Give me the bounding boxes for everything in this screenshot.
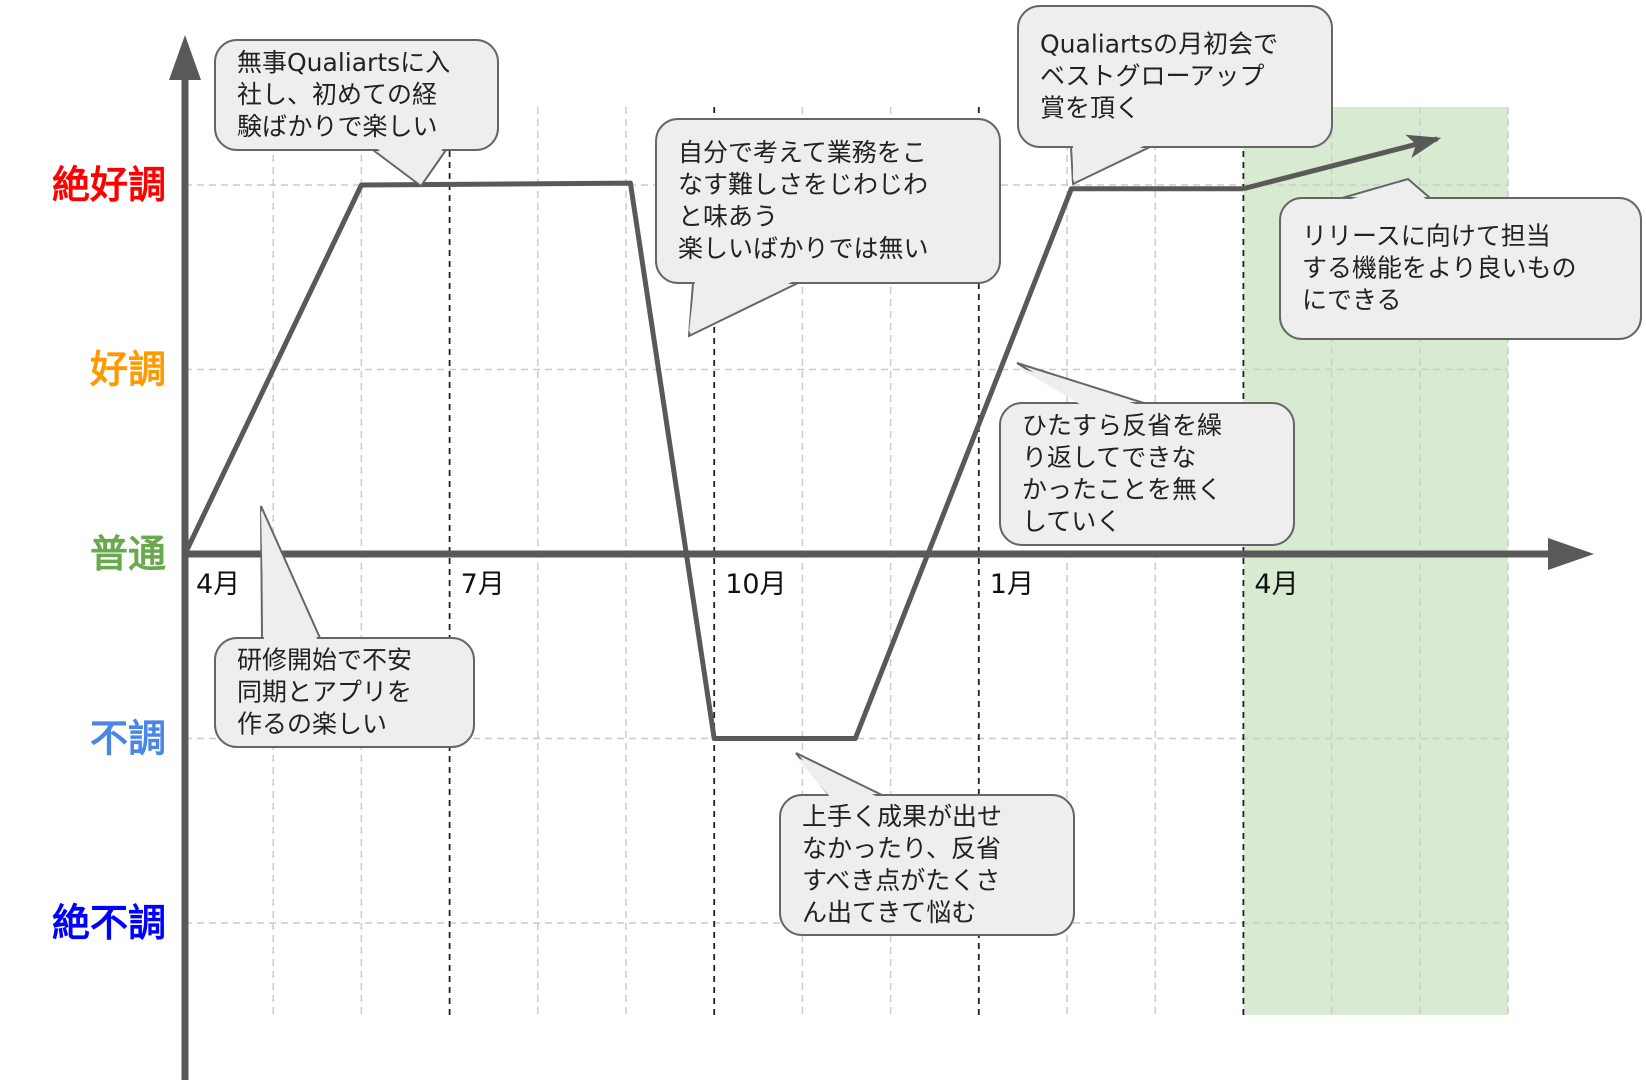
level-label: 好調 xyxy=(89,348,166,392)
x-axis-arrow-icon xyxy=(1548,538,1594,570)
callout-text-line: かったことを無く xyxy=(1022,475,1222,504)
callout-seam xyxy=(375,147,444,182)
x-tick-label: 4月 xyxy=(1254,569,1298,600)
callout-text-line: 無事Qualiartsに入 xyxy=(237,48,450,77)
callout-text-line: なす難しさをじわじわ xyxy=(678,170,928,199)
callout-text-line: 作るの楽しい xyxy=(237,710,387,739)
callout-box xyxy=(779,794,1075,936)
callout-box xyxy=(1279,197,1642,340)
level-label: 絶好調 xyxy=(52,163,166,207)
future-trend-arrow xyxy=(1242,134,1442,192)
callout-text-line: と味あう xyxy=(678,202,778,231)
callout-box xyxy=(214,637,475,748)
callout-text-line: する機能をより良いもの xyxy=(1302,254,1577,283)
callout-text-line: ん出てきて悩む xyxy=(802,898,976,927)
callout-seam xyxy=(689,280,796,332)
y-axis-arrow-icon xyxy=(169,35,201,80)
level-label: 普通 xyxy=(90,532,166,576)
callout-text-line: 験ばかりで楽しい xyxy=(237,112,438,141)
callout-seam xyxy=(1344,183,1428,201)
callout-text-line: り返してできな xyxy=(1022,443,1196,472)
x-tick-label: 10月 xyxy=(725,569,786,600)
motivation-line xyxy=(182,180,1244,741)
x-tick-label: 7月 xyxy=(461,569,505,600)
x-tick-label: 1月 xyxy=(990,569,1034,600)
callout-seam xyxy=(1073,144,1148,180)
callout-text-line: 上手く成果が出せ xyxy=(802,802,1002,831)
callout-text-line: にできる xyxy=(1302,286,1402,315)
x-tick-label: 4月 xyxy=(196,569,240,600)
callout-box xyxy=(999,402,1295,546)
callout-text-line: 賞を頂く xyxy=(1040,94,1140,123)
callout-text-line: 研修開始で不安 xyxy=(237,646,412,675)
callout-seam xyxy=(1017,367,1142,406)
callout-box xyxy=(1017,5,1333,148)
level-label: 不調 xyxy=(90,717,166,761)
callout-text-line: なかったり、反省 xyxy=(802,834,1001,863)
level-label: 絶不調 xyxy=(52,901,166,945)
callout-text-line: リリースに向けて担当 xyxy=(1302,222,1551,251)
callout-text-line: 楽しいばかりでは無い xyxy=(678,234,929,263)
callout-text-line: すべき点がたくさ xyxy=(802,866,1000,895)
callout-text-line: 自分で考えて業務をこ xyxy=(678,138,927,167)
callout-text-line: していく xyxy=(1022,507,1121,536)
callout-text-line: 社し、初めての経 xyxy=(237,80,437,109)
callout-box xyxy=(214,39,499,151)
callout-box xyxy=(655,118,1001,284)
callout-text-line: 同期とアプリを xyxy=(237,678,412,707)
callout-text-line: ベストグローアップ xyxy=(1040,62,1265,91)
callout-text-line: ひたすら反省を繰 xyxy=(1022,411,1222,440)
callout-seam xyxy=(261,510,318,641)
callout-seam xyxy=(796,757,880,798)
callout-text-line: Qualiartsの月初会で xyxy=(1040,30,1278,59)
